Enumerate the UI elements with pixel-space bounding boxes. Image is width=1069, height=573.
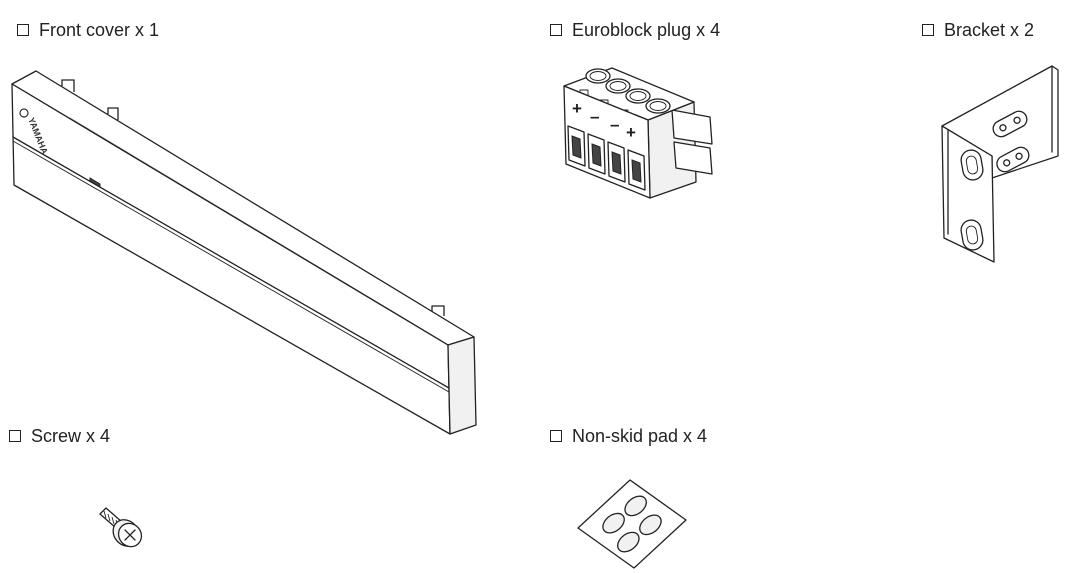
front-cover-text: Front cover x 1: [39, 20, 160, 40]
non-skid-pad-label: Non-skid pad x 4: [550, 425, 707, 447]
polarity-sign: –: [590, 107, 599, 126]
euroblock-plug-text: Euroblock plug x 4: [572, 20, 721, 40]
euroblock-plug-illustration: + – – +: [560, 62, 720, 202]
checkbox-icon: [922, 24, 934, 36]
screw-illustration: [96, 506, 148, 552]
phillips-head-icon: [124, 529, 136, 541]
checkbox-icon: [550, 24, 562, 36]
bracket-label: Bracket x 2: [922, 19, 1034, 41]
non-skid-pad-text: Non-skid pad x 4: [572, 426, 708, 446]
polarity-sign: +: [626, 123, 636, 142]
checkbox-icon: [9, 430, 21, 442]
front-cover-label: Front cover x 1: [17, 19, 159, 41]
screw-text: Screw x 4: [31, 426, 111, 446]
polarity-sign: +: [572, 99, 582, 118]
bracket-text: Bracket x 2: [944, 20, 1035, 40]
screw-terminals: [585, 68, 671, 114]
euroblock-plug-label: Euroblock plug x 4: [550, 19, 720, 41]
front-cover-illustration: YAMAHA: [0, 0, 480, 440]
non-skid-pad-illustration: [574, 476, 690, 570]
polarity-sign: –: [610, 115, 619, 134]
checkbox-icon: [550, 430, 562, 442]
pad-dots: [602, 495, 662, 553]
screw-label: Screw x 4: [9, 425, 110, 447]
bracket-illustration: [936, 62, 1066, 267]
checkbox-icon: [17, 24, 29, 36]
